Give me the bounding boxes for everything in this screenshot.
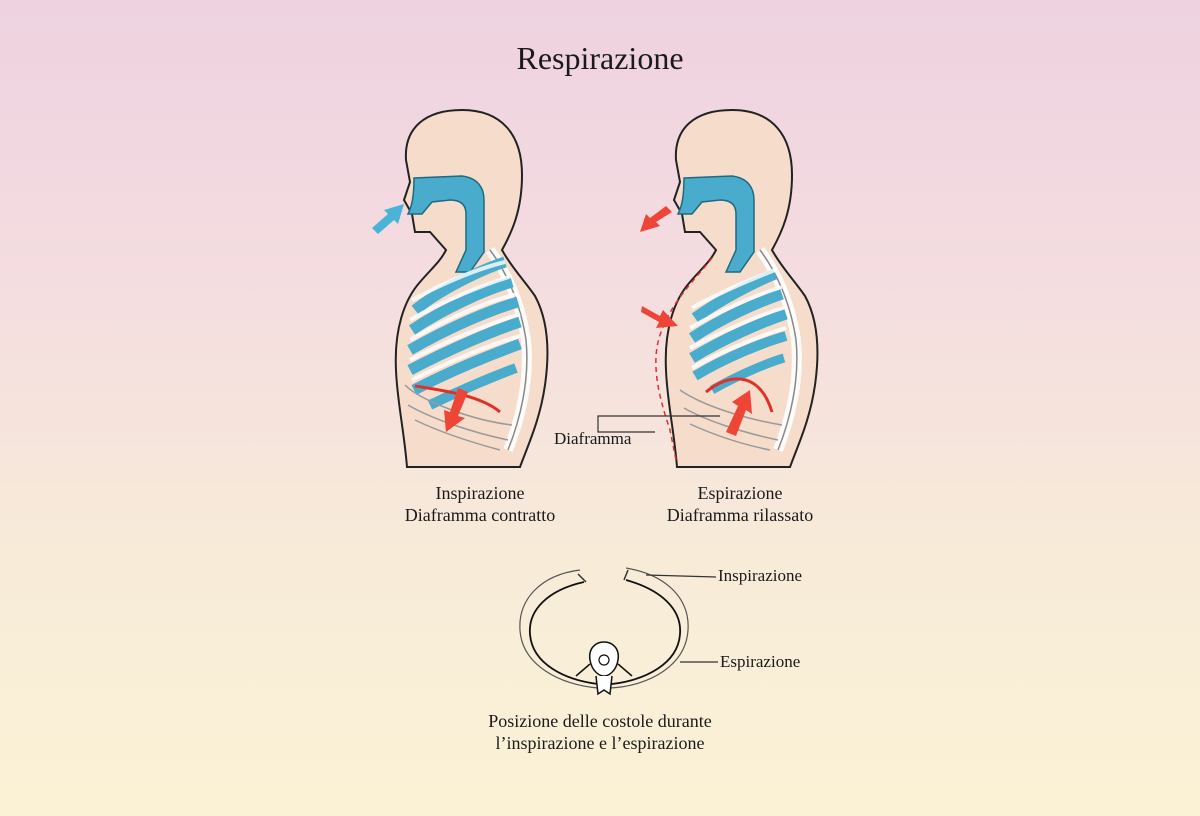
leader-line-inspiration [645,574,717,578]
inspiration-caption-line2: Diaframma contratto [404,505,556,525]
expanded-chest-outline [655,257,713,461]
ribs-caption: Posizione delle costole durante l’inspir… [440,710,760,754]
rib-label-inspiration: Inspirazione [718,566,803,585]
inhale-arrow-icon [372,204,404,234]
chest-in-arrow-icon [641,306,678,328]
diaphragm-label: Diaframma [554,429,632,448]
expiration-caption-line1: Espirazione [697,483,783,503]
diaphragm-up-arrow-icon [726,390,752,436]
ribs-caption-line1: Posizione delle costole durante [488,711,712,731]
diaphragm-leader-line [597,415,720,433]
inspiration-figure [372,108,549,468]
expiration-figure [597,108,819,468]
rib-cage-right [679,268,788,451]
inspiration-caption-line1: Inspirazione [435,483,525,503]
inspiration-caption: Inspirazione Diaframma contratto [380,482,580,526]
expiration-caption: Espirazione Diaframma rilassato [640,482,840,526]
ribs-caption-line2: l’inspirazione e l’espirazione [495,733,705,753]
rib-cage-left [404,256,522,451]
diaphragm-right [705,377,774,413]
airway-right [676,175,755,273]
rib-cross-section [519,567,718,696]
vertebra-icon [575,641,633,696]
rib-label-expiration: Espirazione [720,652,801,671]
diaphragm-down-arrow-icon [444,388,468,432]
airway-left [406,175,485,273]
diagram-title: Respirazione [516,40,684,76]
expiration-caption-line2: Diaframma rilassato [666,505,814,525]
exhale-arrow-icon [640,206,672,232]
